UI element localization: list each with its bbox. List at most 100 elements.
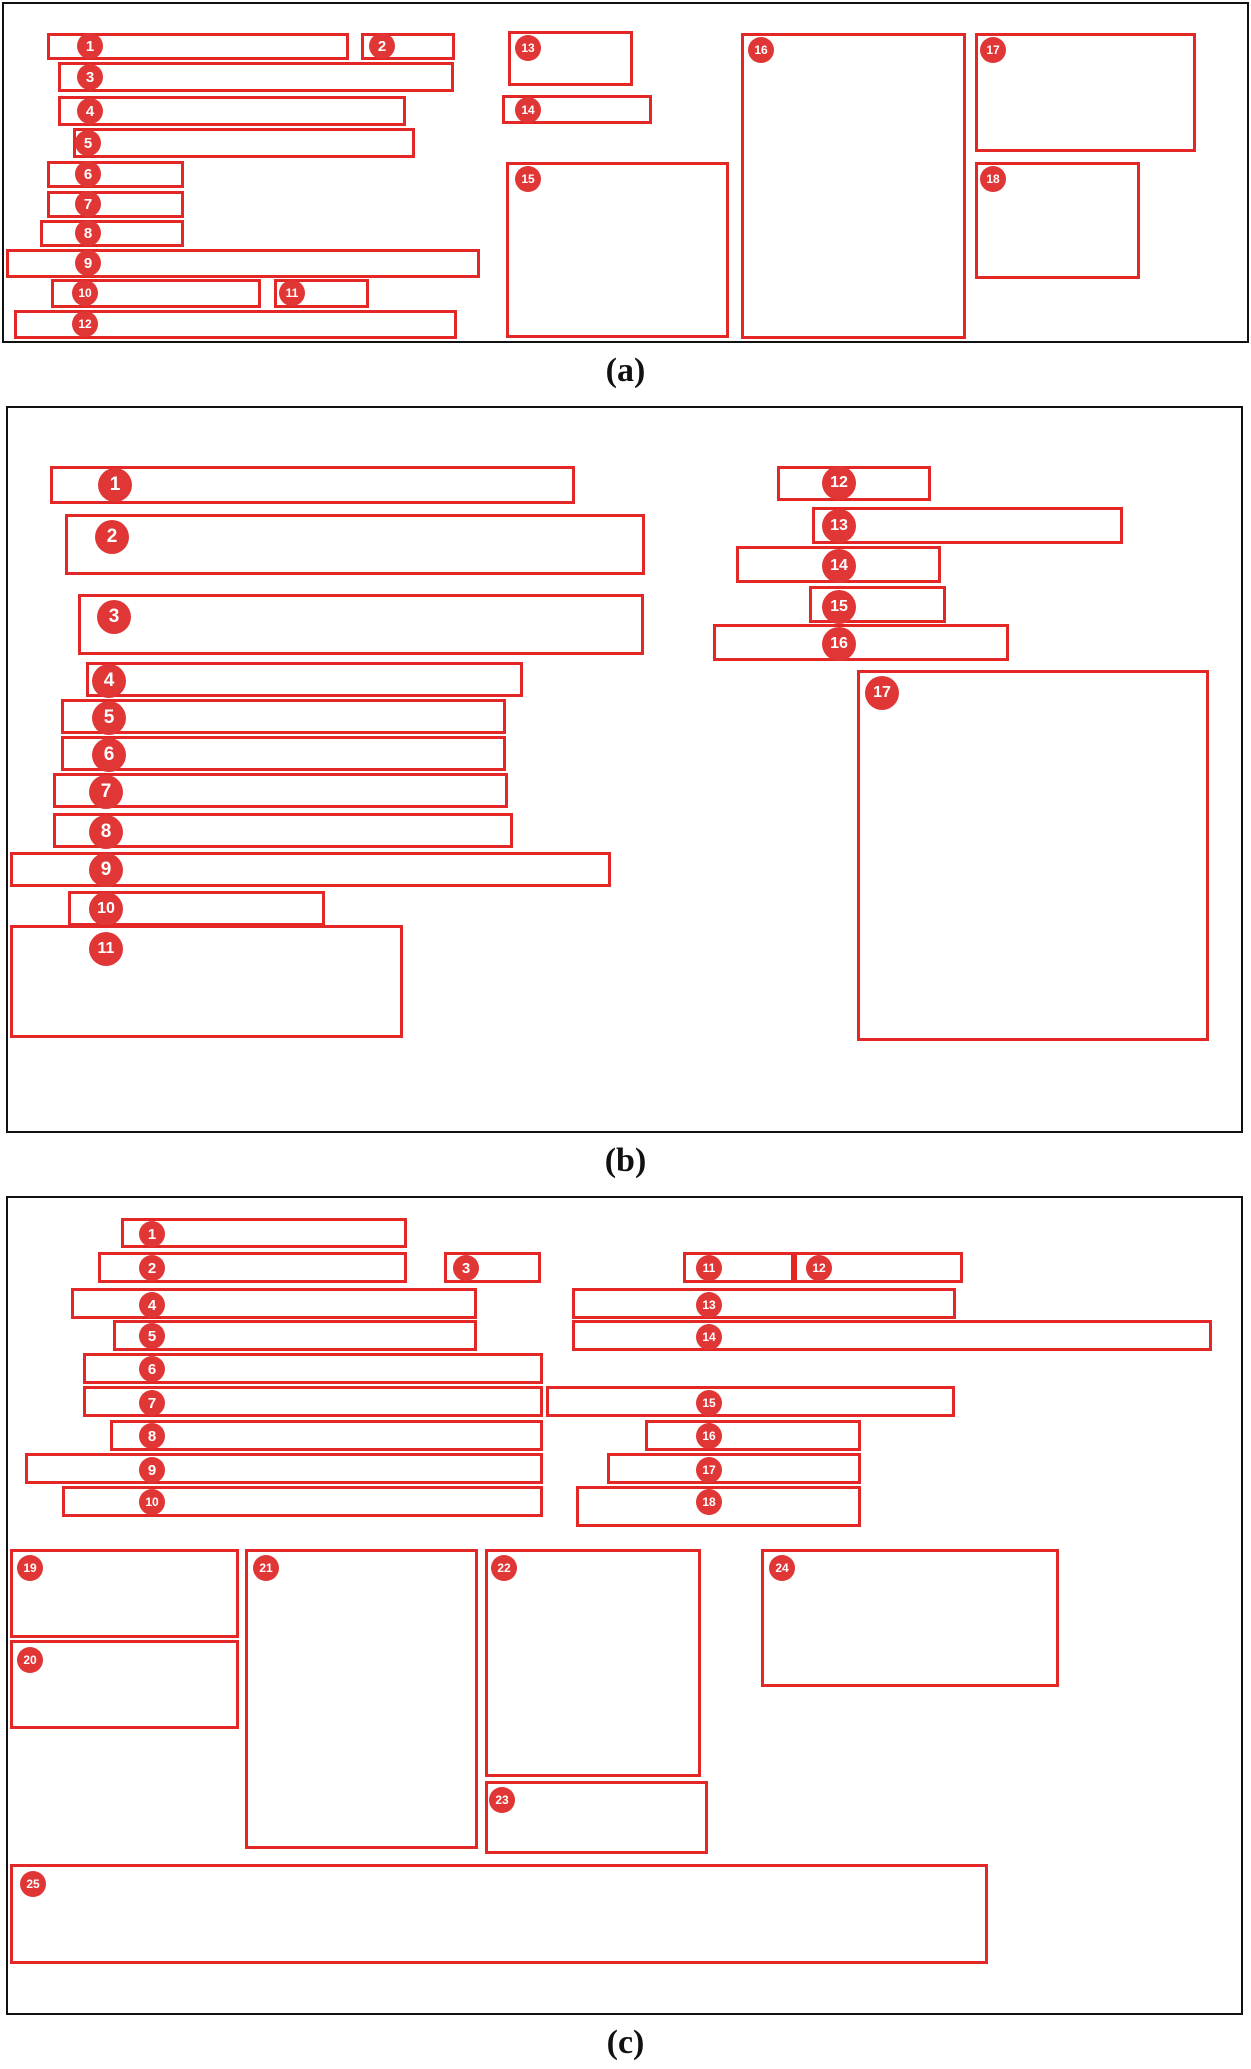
panel-b-region-badge-3: 3	[97, 600, 131, 634]
panel-a-region-box-13	[508, 31, 633, 86]
panel-c-region-badge-17: 17	[696, 1457, 722, 1483]
panel-a-region-box-12	[14, 310, 457, 339]
panel-c-region-box-11	[683, 1252, 794, 1283]
panel-a-region-badge-14: 14	[515, 97, 541, 123]
panel-a-region-box-1	[47, 33, 349, 60]
panel-c-region-badge-23: 23	[489, 1787, 515, 1813]
panel-c-region-badge-25: 25	[20, 1871, 46, 1897]
panel-a-region-badge-1: 1	[77, 33, 103, 59]
panel-c-region-box-19	[10, 1549, 239, 1638]
panel-b-region-badge-10: 10	[89, 892, 123, 926]
panel-c-region-box-24	[761, 1549, 1059, 1687]
panel-c-region-badge-22: 22	[491, 1555, 517, 1581]
panel-c-region-box-5	[113, 1320, 477, 1351]
panel-c-region-box-16	[645, 1420, 861, 1451]
panel-c-region-box-17	[607, 1453, 861, 1484]
panel-a-region-badge-13: 13	[515, 35, 541, 61]
panel-c-region-box-23	[485, 1781, 708, 1854]
panel-a-region-badge-10: 10	[72, 280, 98, 306]
panel-b-region-badge-4: 4	[92, 664, 126, 698]
panel-c-region-box-10	[62, 1486, 543, 1517]
panel-a-region-box-14	[502, 95, 652, 124]
panel-c-region-box-18	[576, 1486, 861, 1527]
panel-a-region-badge-16: 16	[748, 37, 774, 63]
panel-c-region-badge-7: 7	[139, 1390, 165, 1416]
panel-c-region-box-2	[98, 1252, 407, 1283]
panel-c-caption: (c)	[606, 2024, 645, 2061]
panel-c-region-badge-6: 6	[139, 1356, 165, 1382]
panel-a-region-box-6	[47, 161, 184, 188]
panel-c-region-badge-9: 9	[139, 1457, 165, 1483]
panel-b-region-badge-16: 16	[822, 627, 856, 661]
panel-c-region-badge-16: 16	[696, 1423, 722, 1449]
panel-a-region-badge-7: 7	[75, 191, 101, 217]
panel-a-region-badge-8: 8	[75, 220, 101, 246]
panel-c-region-badge-11: 11	[696, 1255, 722, 1281]
panel-c-region-box-3	[444, 1252, 541, 1283]
panel-b-region-badge-2: 2	[95, 520, 129, 554]
panel-c-region-badge-2: 2	[139, 1255, 165, 1281]
panel-a-region-badge-4: 4	[77, 98, 103, 124]
panel-b-region-box-6	[61, 736, 506, 771]
panel-a-region-badge-9: 9	[75, 250, 101, 276]
panel-c-region-badge-20: 20	[17, 1647, 43, 1673]
panel-c-region-badge-21: 21	[253, 1555, 279, 1581]
panel-c-region-badge-8: 8	[139, 1423, 165, 1449]
panel-b-region-box-9	[10, 852, 611, 887]
panel-a-region-box-17	[975, 33, 1196, 152]
panel-c-region-box-14	[572, 1320, 1212, 1351]
panel-c-region-badge-3: 3	[453, 1255, 479, 1281]
panel-a-region-box-11	[274, 279, 369, 308]
panel-b-region-box-1	[50, 466, 575, 504]
panel-c-region-box-7	[83, 1386, 543, 1417]
panel-c-region-badge-12: 12	[806, 1255, 832, 1281]
panel-b-region-box-10	[68, 891, 325, 926]
panel-b-region-badge-1: 1	[98, 468, 132, 502]
panel-b-region-box-2	[65, 514, 645, 575]
panel-b-region-badge-11: 11	[89, 932, 123, 966]
panel-c-region-box-1	[121, 1218, 407, 1248]
panel-a-region-badge-12: 12	[72, 311, 98, 337]
panel-c-region-badge-18: 18	[696, 1489, 722, 1515]
panel-b-region-badge-17: 17	[865, 676, 899, 710]
panel-c-frame	[6, 1196, 1243, 2015]
panel-a-region-badge-2: 2	[369, 33, 395, 59]
panel-c-region-badge-10: 10	[139, 1489, 165, 1515]
panel-b-region-badge-8: 8	[89, 815, 123, 849]
panel-c-region-badge-5: 5	[139, 1323, 165, 1349]
panel-c-region-box-20	[10, 1640, 239, 1729]
panel-a-region-box-15	[506, 162, 729, 338]
panel-c-region-box-25	[10, 1864, 988, 1964]
panel-c-region-box-9	[25, 1453, 543, 1484]
panel-c-region-badge-13: 13	[696, 1292, 722, 1318]
panel-c-region-badge-1: 1	[139, 1221, 165, 1247]
panel-b-region-box-3	[78, 594, 644, 655]
panel-a-caption: (a)	[605, 352, 646, 389]
panel-b-region-box-5	[61, 699, 506, 734]
panel-b-region-badge-7: 7	[89, 775, 123, 809]
panel-b-caption: (b)	[604, 1142, 647, 1179]
panel-a-region-box-5	[73, 128, 415, 158]
panel-a-region-box-7	[47, 191, 184, 218]
panel-c-region-box-4	[71, 1288, 477, 1319]
panel-a-region-badge-18: 18	[980, 166, 1006, 192]
panel-b-region-box-12	[777, 466, 931, 501]
panel-c-region-box-8	[110, 1420, 543, 1451]
panel-a-region-box-10	[51, 279, 261, 308]
panel-c-region-badge-14: 14	[696, 1324, 722, 1350]
panel-c-region-box-15	[546, 1386, 955, 1417]
panel-b-region-badge-9: 9	[89, 853, 123, 887]
panel-b-region-badge-14: 14	[822, 549, 856, 583]
panel-b-region-box-8	[53, 813, 513, 848]
panel-c-region-box-12	[794, 1252, 963, 1283]
panel-c-region-box-21	[245, 1549, 478, 1849]
panel-a-region-badge-17: 17	[980, 37, 1006, 63]
panel-b-region-badge-5: 5	[92, 701, 126, 735]
panel-b-region-badge-6: 6	[92, 738, 126, 772]
panel-a-region-box-2	[361, 33, 455, 60]
panel-a-region-box-9	[6, 249, 480, 278]
panel-b-region-box-11	[10, 925, 403, 1038]
panel-b-region-box-4	[86, 662, 523, 697]
panel-c-region-badge-4: 4	[139, 1292, 165, 1318]
panel-c-region-badge-24: 24	[769, 1555, 795, 1581]
